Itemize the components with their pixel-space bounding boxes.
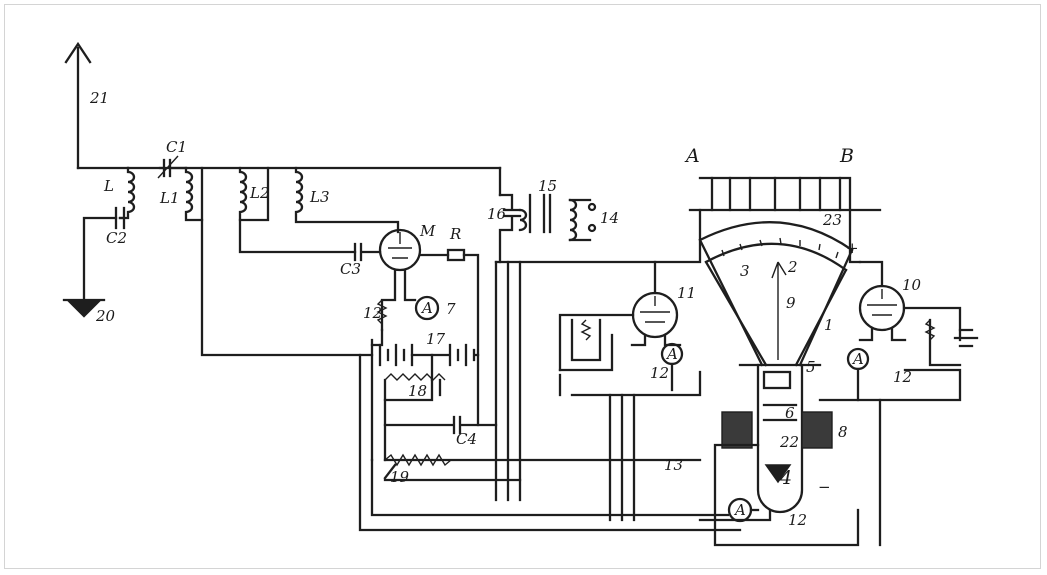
label-18: 18 <box>408 382 427 400</box>
label-minus: − <box>818 478 831 496</box>
label-12b: 12 <box>650 364 669 382</box>
capacitor-16 <box>498 193 522 264</box>
label-ammeter-bottom: A <box>733 501 746 519</box>
electrometer <box>688 176 882 547</box>
wire-L1-battery <box>200 166 374 357</box>
label-11: 11 <box>677 284 696 302</box>
resistor-R <box>418 248 480 427</box>
label-plus: + <box>846 239 859 257</box>
potentiometer-19 <box>383 398 702 482</box>
vertical-bus <box>494 260 522 502</box>
inductor-L1 <box>184 166 204 222</box>
label-19: 19 <box>390 468 410 486</box>
label-6: 6 <box>785 404 795 422</box>
ammeter-A10 <box>846 347 870 402</box>
battery-17 <box>370 338 480 462</box>
label-R: R <box>449 225 461 243</box>
label-12d: 12 <box>788 511 807 529</box>
ground-symbol <box>62 298 106 318</box>
antenna <box>64 41 130 170</box>
inductor-L3 <box>294 166 400 234</box>
label-3: 3 <box>740 262 750 280</box>
label-L: L <box>103 177 114 195</box>
label-20: 20 <box>95 307 116 325</box>
capacitor-C3 <box>353 242 382 262</box>
label-23: 23 <box>822 211 842 229</box>
wire-bus-262 <box>494 208 702 264</box>
label-21: 21 <box>89 89 109 107</box>
label-14: 14 <box>600 209 619 227</box>
grid-network-10 <box>818 306 979 547</box>
label-ammeter-10: A <box>851 350 864 368</box>
label-C4: C4 <box>456 430 477 448</box>
tube-M-cathode <box>403 268 417 302</box>
inductor-L2 <box>238 166 357 254</box>
label-L1: L1 <box>159 189 180 207</box>
capacitor-C4 <box>383 415 498 435</box>
rheostat-12a <box>370 299 388 347</box>
label-C1: C1 <box>166 138 187 156</box>
label-13: 13 <box>664 456 683 474</box>
label-7: 7 <box>446 300 456 318</box>
ammeter-A11 <box>660 342 684 392</box>
label-22: 22 <box>779 433 799 451</box>
label-C2: C2 <box>106 229 127 247</box>
rheostat-18 <box>383 373 446 402</box>
label-16: 16 <box>487 205 507 223</box>
label-2: 2 <box>787 258 798 276</box>
label-B-top: B <box>839 145 854 167</box>
label-15: 15 <box>538 177 557 195</box>
bottom-loop-inner <box>370 458 730 517</box>
label-5: 5 <box>806 358 816 376</box>
label-ammeter-7: A <box>420 299 433 317</box>
label-ammeter-11: A <box>665 345 678 363</box>
capacitor-C2 <box>82 206 126 302</box>
label-12c: 12 <box>893 368 912 386</box>
switch-12d <box>698 508 772 522</box>
transformer-15 <box>518 193 597 242</box>
label-A-top: A <box>684 145 700 167</box>
vertical-lines-11 <box>608 393 636 522</box>
grid-network-11 <box>558 313 702 397</box>
tube-M-filament <box>380 268 397 332</box>
label-8: 8 <box>838 423 848 441</box>
label-4: 4 <box>779 467 792 489</box>
label-1: 1 <box>824 316 834 334</box>
inductor-L <box>118 166 136 220</box>
label-12a: 12 <box>363 304 382 322</box>
bottom-loop <box>358 353 742 532</box>
label-L2: L2 <box>249 184 270 202</box>
label-10: 10 <box>902 276 922 294</box>
tube-M <box>378 228 422 272</box>
figure-frame <box>4 4 1041 569</box>
label-C3: C3 <box>340 260 361 278</box>
label-17: 17 <box>426 330 446 348</box>
label-M: M <box>419 222 436 240</box>
label-9: 9 <box>786 294 796 312</box>
ammeter-A7 <box>414 295 440 321</box>
label-L3: L3 <box>309 188 330 206</box>
